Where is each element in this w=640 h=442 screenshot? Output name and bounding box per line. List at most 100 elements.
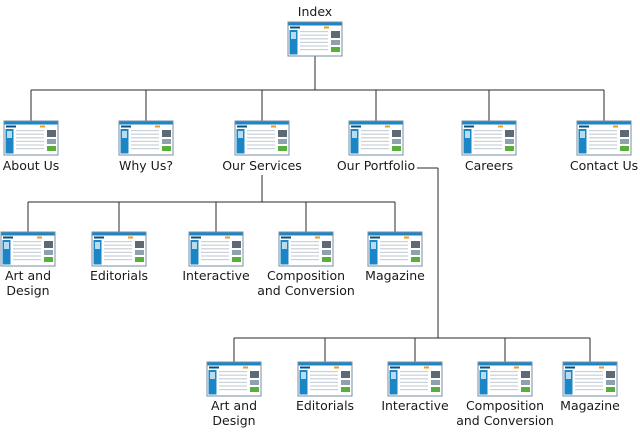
thumbnail-logo [237,125,247,128]
thumbnail-text-line [201,244,229,246]
thumbnail-logo [281,236,291,239]
thumbnail-header [388,362,442,366]
thumbnail-text-line [474,137,502,139]
thumbnail-header [478,362,532,366]
thumbnail-text-line [104,255,132,257]
thumbnail-text-line [310,389,338,391]
thumbnail-sidebar-image [301,372,306,379]
thumbnail-text-line [131,144,159,146]
thumbnail-text-line [490,381,518,383]
thumbnail-photo [162,130,171,137]
thumbnail-logo [390,366,400,369]
thumbnail-logo [209,366,219,369]
node-label-why-us: Why Us? [119,158,173,173]
thumbnail-photo [135,241,144,248]
node-label-our-services: Our Services [222,158,302,173]
thumbnail-text-line [13,248,41,250]
thumbnail-sidebar-image [122,131,127,138]
thumbnail-text-line [310,381,338,383]
node-label-portfolio-composition-and-conversion-line: Composition [466,398,544,413]
thumbnail-text-line [247,140,275,142]
thumbnail-sidebar-image [192,242,197,249]
thumbnail-text-line [131,148,159,150]
thumbnail-text-line [16,148,44,150]
node-label-portfolio-magazine: Magazine [560,398,620,413]
node-thumbnail-careers [461,120,517,156]
thumbnail-nav [334,366,339,369]
node-thumbnail-services-interactive [188,231,244,267]
thumbnail-text-line [219,374,247,376]
thumbnail-photo [341,380,350,385]
thumbnail-text-line [104,248,132,250]
thumbnail-photo [44,241,53,248]
thumbnail-photo [135,250,144,255]
thumbnail-text-line [219,385,247,387]
thumbnail-badge [47,146,56,151]
thumbnail-photo [232,250,241,255]
thumbnail-nav [243,366,248,369]
thumbnail-photo [431,371,440,378]
thumbnail-text-line [13,251,41,253]
thumbnail-text-line [201,255,229,257]
thumbnail-text-line [201,251,229,253]
node-thumbnail-portfolio-composition-and-conversion [477,361,533,397]
thumbnail-logo [3,236,13,239]
thumbnail-sidebar-image [371,242,376,249]
node-label-portfolio-magazine-line: Magazine [560,398,620,413]
node-thumbnail-portfolio-magazine [562,361,618,397]
node-label-services-magazine-line: Magazine [365,268,425,283]
node-label-services-editorials-line: Editorials [90,268,148,283]
thumbnail-photo [278,130,287,137]
node-thumbnail-portfolio-editorials [297,361,353,397]
thumbnail-text-line [16,140,44,142]
thumbnail-text-line [400,381,428,383]
thumbnail-sidebar [463,129,472,154]
thumbnail-sidebar-image [566,372,571,379]
node-thumbnail-services-art-and-design [0,231,56,267]
thumbnail-text-line [201,248,229,250]
thumbnail-nav [514,366,519,369]
thumbnail-photo [505,139,514,144]
thumbnail-text-line [490,374,518,376]
thumbnail-text-line [380,248,408,250]
node-label-careers: Careers [465,158,513,173]
thumbnail-text-line [13,241,41,243]
thumbnail-text-line [474,144,502,146]
thumbnail-sidebar [479,370,488,395]
thumbnail-header [92,232,146,236]
thumbnail-photo [341,371,350,378]
node-label-why-us-line: Why Us? [119,158,173,173]
thumbnail-text-line [291,244,319,246]
thumbnail-sidebar [299,370,308,395]
thumbnail-header [189,232,243,236]
thumbnail-text-line [400,389,428,391]
thumbnail-sidebar-image [7,131,12,138]
thumbnail-text-line [247,148,275,150]
thumbnail-photo [47,130,56,137]
thumbnail-text-line [575,381,603,383]
thumbnail-text-line [291,251,319,253]
thumbnail-logo [480,366,490,369]
thumbnail-text-line [300,31,328,33]
thumbnail-header [563,362,617,366]
thumbnail-text-line [300,41,328,43]
thumbnail-photo [431,380,440,385]
thumbnail-sidebar [5,129,14,154]
thumbnail-sidebar [236,129,245,154]
thumbnail-photo [505,130,514,137]
node-label-portfolio-interactive-line: Interactive [381,398,449,413]
thumbnail-sidebar [564,370,573,395]
thumbnail-logo [300,366,310,369]
thumbnail-sidebar-image [465,131,470,138]
thumbnail-nav [315,236,320,239]
thumbnail-badge [521,387,530,392]
thumbnail-photo [521,371,530,378]
thumbnail-logo [351,125,361,128]
thumbnail-sidebar-image [391,372,396,379]
thumbnail-badge [411,257,420,262]
thumbnail-photo [278,139,287,144]
thumbnail-text-line [589,130,617,132]
